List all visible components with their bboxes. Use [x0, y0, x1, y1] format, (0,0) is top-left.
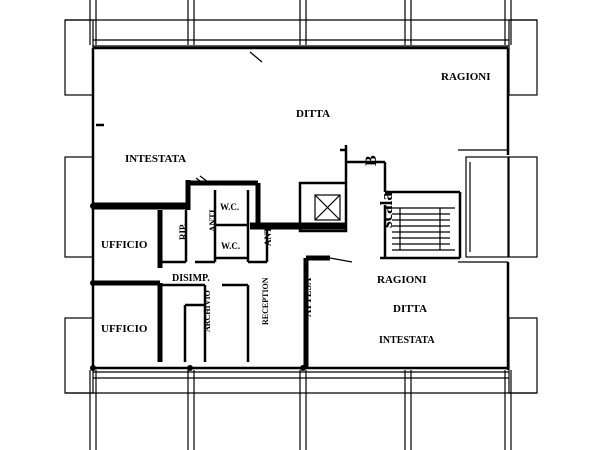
label-ragioni-top: RAGIONI	[441, 71, 491, 83]
label-ditta-bottom: DITTA	[393, 303, 427, 315]
label-rip: RIP.	[178, 223, 188, 240]
label-attesa: ATTESA	[303, 277, 314, 317]
label-anti-1: ANTI	[208, 209, 218, 232]
label-ditta-top: DITTA	[296, 108, 330, 120]
label-ufficio-1: UFFICIO	[101, 239, 148, 251]
label-reception: RECEPTION	[261, 277, 270, 325]
label-ufficio-2: UFFICIO	[101, 323, 148, 335]
label-anti-2: ANTI	[263, 223, 273, 246]
label-archivio: ARCHIVIO	[203, 290, 212, 332]
label-wc-1: W.C.	[220, 202, 239, 212]
label-ragioni-bottom: RAGIONI	[377, 274, 427, 286]
interior-walls	[90, 51, 462, 371]
label-intestata-top: INTESTATA	[125, 153, 186, 165]
label-b-marker: B	[363, 155, 380, 166]
label-scala: scala	[377, 192, 396, 228]
label-disimp: DISIMP.	[172, 273, 210, 284]
structural-grid	[64, 0, 538, 450]
label-wc-2: W.C.	[221, 241, 240, 251]
label-intestata-bottom: INTESTATA	[379, 335, 435, 346]
